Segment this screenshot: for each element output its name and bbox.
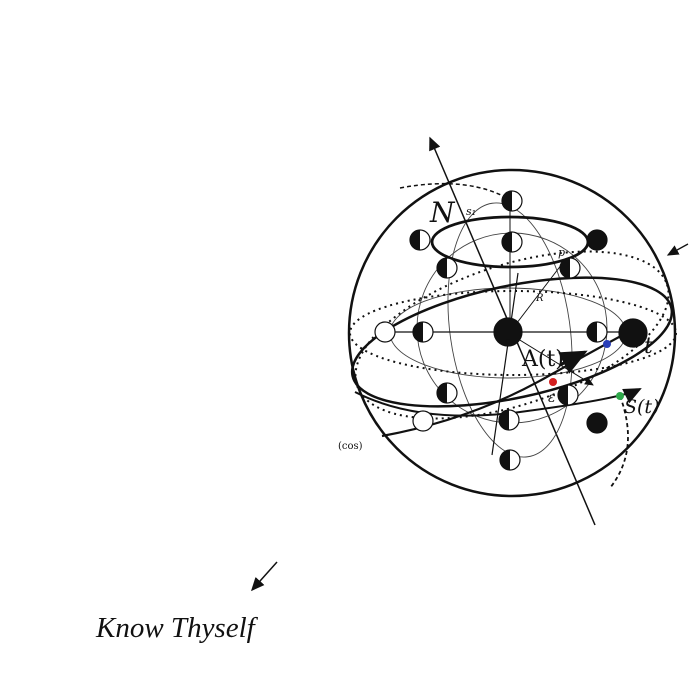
moon-phase-icon: [409, 229, 431, 251]
meridian: [447, 202, 573, 458]
moon-phase-icon: [586, 412, 608, 434]
moon-phase-icon: [557, 384, 579, 406]
right-pointer: [666, 243, 689, 256]
green-marker: [616, 392, 624, 400]
celestial-equator: [349, 290, 677, 376]
label-radius: R: [535, 293, 544, 304]
moon-phase-icon: [374, 321, 396, 343]
moon-phase-icon: [493, 317, 523, 347]
moon-phase-icon: [498, 409, 520, 431]
a-arrow: [558, 350, 588, 374]
red-marker: [549, 378, 557, 386]
moon-phase-icon: [586, 229, 608, 251]
moon-phase-icon: [499, 449, 521, 471]
caption: Know Thyself: [96, 612, 255, 644]
label-center: c: [505, 337, 510, 347]
moon-phases: [374, 190, 648, 471]
dashed-arc: [399, 182, 513, 202]
label-p: p: [558, 246, 565, 259]
label-s1: s₁: [466, 205, 476, 218]
moon-phase-icon: [559, 257, 581, 279]
moon-phase-icon: [412, 410, 434, 432]
bottom-left-pointer: [251, 561, 278, 592]
moon-phase-icon: [618, 318, 648, 348]
dotted-great-circle: [354, 250, 670, 420]
moon-phase-icon: [436, 382, 458, 404]
label-cos: (cos): [338, 441, 363, 452]
a-vector-line: [509, 333, 594, 386]
moon-phase-icon: [436, 257, 458, 279]
moon-phase-icon: [501, 190, 523, 212]
label-a-of-t: A(t): [521, 347, 564, 372]
moon-phase-icon: [586, 321, 608, 343]
moon-phase-icon: [412, 321, 434, 343]
tilted-line: [491, 272, 519, 456]
label-s-of-t: S(t): [624, 396, 659, 418]
dashed-meridian: [609, 395, 629, 489]
label-epsilon: ε: [548, 390, 556, 406]
label-t: t: [644, 334, 653, 359]
moon-phase-icon: [501, 231, 523, 253]
blue-marker: [603, 340, 611, 348]
radius-line: [509, 259, 566, 333]
label-north: N: [429, 196, 456, 229]
ecliptic-band: [350, 276, 674, 408]
